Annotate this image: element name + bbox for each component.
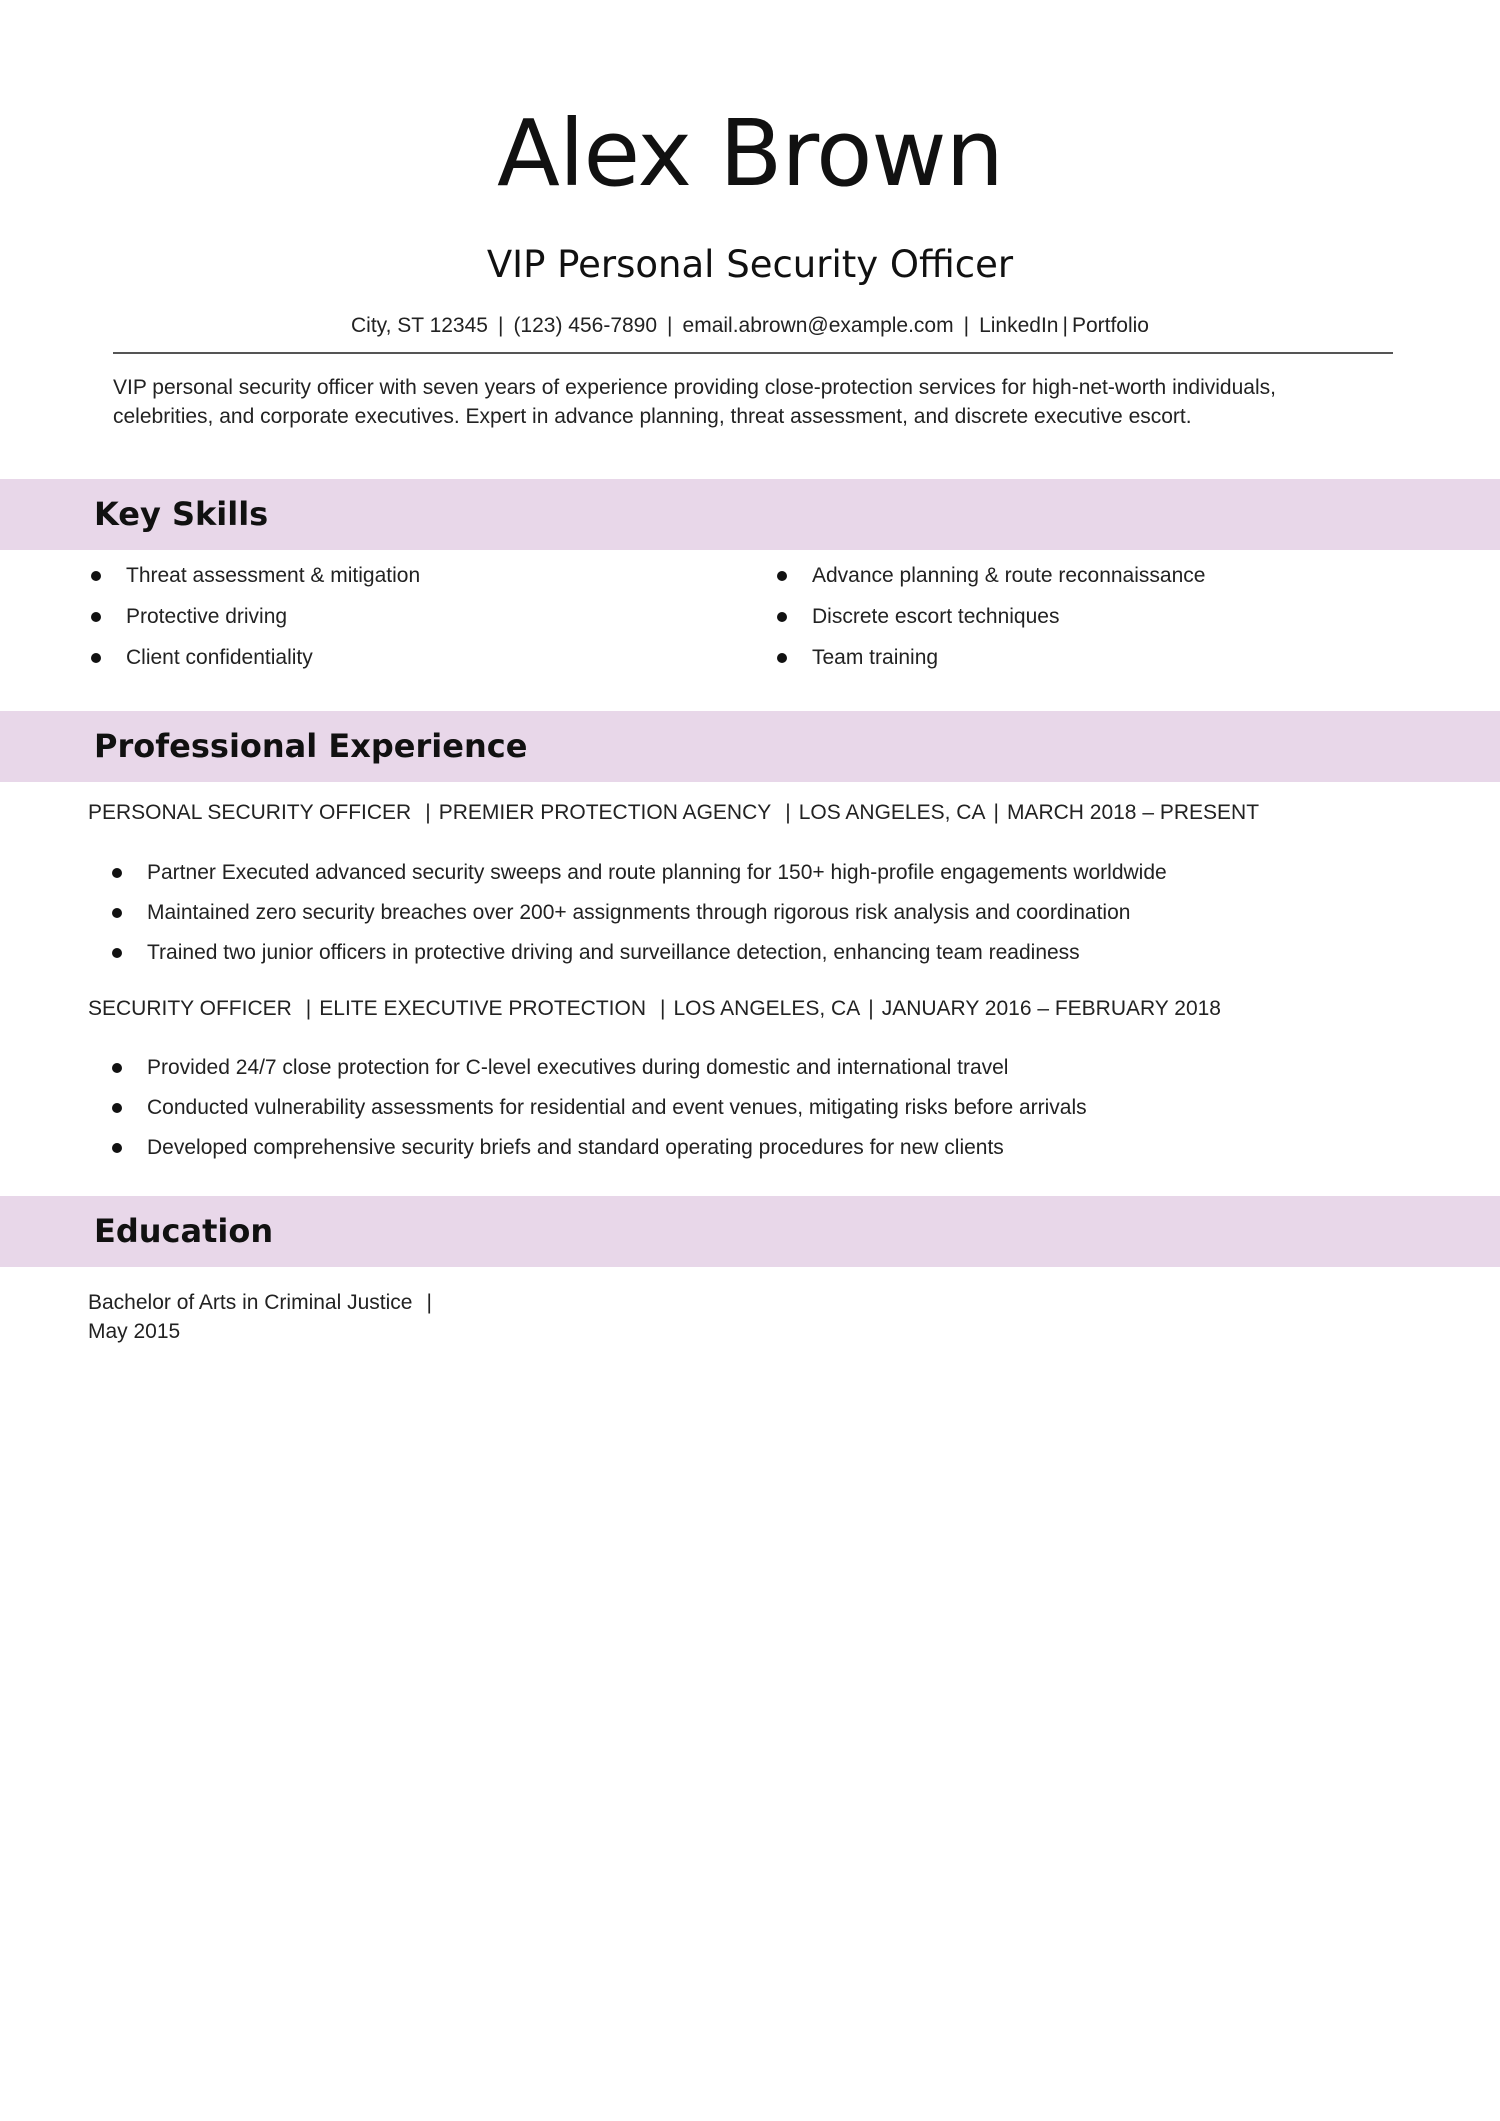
bullet-icon [91, 612, 101, 622]
education-section-header: Education [0, 1196, 1500, 1267]
skills-column-left: Threat assessment & mitigation Protectiv… [88, 565, 420, 688]
profile-summary: VIP personal security officer with seven… [113, 376, 1276, 428]
contact-email[interactable]: email.abrown@example.com [682, 314, 954, 337]
contact-line: City, ST 12345 | (123) 456-7890 | email.abro… [0, 315, 1500, 336]
skill-item: Advance planning & route reconnaissance [774, 565, 1205, 606]
job-bullet: Provided 24/7 close protection for C-lev… [109, 1057, 1409, 1097]
bullet-icon [112, 948, 122, 958]
bullet-icon [777, 571, 787, 581]
job-location: LOS ANGELES, CA [673, 997, 861, 1020]
contact-separator: | [497, 314, 504, 337]
header-divider [113, 352, 1393, 354]
job-separator: | [660, 997, 666, 1020]
experience-section-header: Professional Experience [0, 711, 1500, 782]
skills-column-right: Advance planning & route reconnaissance … [774, 565, 1205, 688]
job-bullet-list: Provided 24/7 close protection for C-lev… [109, 1057, 1409, 1177]
job-separator: | [993, 801, 999, 824]
job-bullet-text: Partner Executed advanced security sweep… [147, 861, 1167, 884]
skill-item: Protective driving [88, 606, 420, 647]
skill-label: Threat assessment & mitigation [126, 564, 421, 587]
job-company: ELITE EXECUTIVE PROTECTION [319, 997, 646, 1020]
job-location: LOS ANGELES, CA [798, 801, 986, 824]
bullet-icon [777, 612, 787, 622]
contact-address: City, ST 12345 [351, 314, 488, 337]
job-separator: | [868, 997, 874, 1020]
job-bullet: Trained two junior officers in protectiv… [109, 942, 1409, 982]
bullet-icon [91, 653, 101, 663]
contact-separator: | [1062, 314, 1068, 337]
job-bullet: Developed comprehensive security briefs … [109, 1137, 1409, 1177]
bullet-icon [112, 1063, 122, 1073]
bullet-icon [112, 868, 122, 878]
skill-item: Client confidentiality [88, 647, 420, 688]
job-bullet: Maintained zero security breaches over 2… [109, 902, 1409, 942]
job-role: PERSONAL SECURITY OFFICER [88, 801, 412, 824]
skill-item: Discrete escort techniques [774, 606, 1205, 647]
education-date: May 2015 [88, 1320, 181, 1343]
job-bullet-text: Conducted vulnerability assessments for … [147, 1096, 1087, 1119]
contact-phone: (123) 456-7890 [513, 314, 658, 337]
bullet-icon [112, 1103, 122, 1113]
bullet-icon [112, 908, 122, 918]
bullet-icon [777, 653, 787, 663]
skill-label: Advance planning & route reconnaissance [812, 564, 1206, 587]
job-dates: MARCH 2018 – PRESENT [1006, 801, 1260, 824]
job-bullet: Partner Executed advanced security sweep… [109, 862, 1409, 902]
education-entry: Bachelor of Arts in Criminal Justice | Ma… [88, 1288, 432, 1346]
job-header: PERSONAL SECURITY OFFICER | PREMIER PROTEC… [88, 802, 1259, 823]
job-role: SECURITY OFFICER [88, 997, 292, 1020]
job-bullet-text: Developed comprehensive security briefs … [147, 1136, 1004, 1159]
education-degree-line: Bachelor of Arts in Criminal Justice | [88, 1288, 432, 1317]
job-bullet-text: Trained two junior officers in protectiv… [147, 941, 1080, 964]
candidate-title: VIP Personal Security Officer [486, 243, 1014, 286]
education-separator: | [426, 1291, 432, 1314]
skill-item: Team training [774, 647, 1205, 688]
job-separator: | [425, 801, 431, 824]
contact-linkedin[interactable]: LinkedIn [979, 314, 1059, 337]
job-bullet-text: Provided 24/7 close protection for C-lev… [147, 1056, 1009, 1079]
job-bullet-text: Maintained zero security breaches over 2… [147, 901, 1131, 924]
contact-portfolio[interactable]: Portfolio [1071, 314, 1149, 337]
job-dates: JANUARY 2016 – FEBRUARY 2018 [881, 997, 1221, 1020]
skill-label: Client confidentiality [126, 646, 313, 669]
skill-label: Protective driving [126, 605, 288, 628]
skill-item: Threat assessment & mitigation [88, 565, 420, 606]
skills-section-header: Key Skills [0, 479, 1500, 550]
job-header: SECURITY OFFICER | ELITE EXECUTIVE PROTECT… [88, 998, 1221, 1019]
job-separator: | [785, 801, 791, 824]
candidate-name: Alex Brown [497, 100, 1004, 207]
job-company: PREMIER PROTECTION AGENCY [438, 801, 772, 824]
skill-label: Discrete escort techniques [812, 605, 1060, 628]
bullet-icon [112, 1143, 122, 1153]
skills-heading: Key Skills [94, 495, 269, 533]
contact-separator: | [963, 314, 970, 337]
contact-separator: | [667, 314, 673, 337]
education-degree: Bachelor of Arts in Criminal Justice [88, 1291, 413, 1314]
experience-heading: Professional Experience [94, 727, 528, 765]
job-bullet-list: Partner Executed advanced security sweep… [109, 862, 1409, 982]
job-bullet: Conducted vulnerability assessments for … [109, 1097, 1409, 1137]
skill-label: Team training [812, 646, 939, 669]
job-separator: | [305, 997, 312, 1020]
education-heading: Education [94, 1212, 274, 1250]
bullet-icon [91, 571, 101, 581]
